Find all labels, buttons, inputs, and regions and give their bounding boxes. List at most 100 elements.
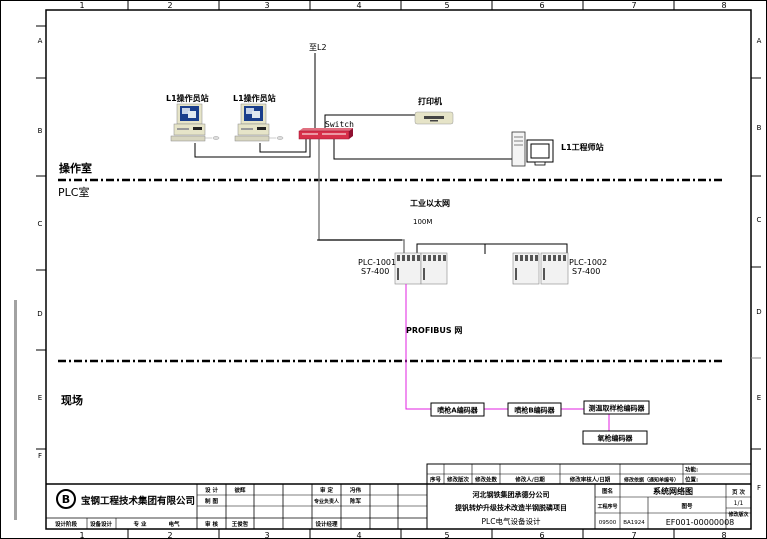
column-label: 8 <box>721 531 726 539</box>
encoder-box[interactable]: 喷枪B编码器 <box>507 402 562 417</box>
manager-label: 设计经理 <box>315 520 338 528</box>
client-name: 河北钢铁集团承德分公司 <box>473 490 550 499</box>
row-label: C <box>757 216 762 224</box>
zone-label-operator-room: 操作室 <box>59 161 92 175</box>
column-ruler-top: 1 2 3 4 5 6 7 8 <box>46 0 751 11</box>
operator-station-2-label: L1操作员站 <box>233 93 276 103</box>
switch-label: Switch <box>325 120 354 129</box>
industrial-ethernet-label: 工业以太网 <box>410 198 450 208</box>
column-label: 4 <box>356 1 361 10</box>
plc-1001-model: S7-400 <box>361 267 389 276</box>
row-label: E <box>38 394 42 402</box>
lead-value: 陈军 <box>350 497 362 505</box>
draw-label: 制 图 <box>205 497 218 505</box>
revision-label: 修改版次 <box>727 511 748 518</box>
row-label: B <box>757 124 762 132</box>
design-subtitle: PLC电气设备设计 <box>482 516 541 526</box>
encoder-label: 氧枪编码器 <box>597 434 634 443</box>
column-label: 7 <box>631 531 636 539</box>
operator-station-1-label: L1操作员站 <box>166 93 209 103</box>
encoder-label: 喷枪B编码器 <box>514 406 555 415</box>
stage-value: 设备设计 <box>90 520 113 528</box>
column-ruler-bottom: 1 2 3 4 5 6 7 8 <box>79 529 727 539</box>
row-label: C <box>38 220 43 228</box>
row-label: F <box>38 452 42 460</box>
approve-label: 审 定 <box>320 486 333 494</box>
page-value: 1/1 <box>734 500 744 507</box>
operator-station-2-icon[interactable] <box>234 103 284 142</box>
row-label: D <box>756 308 761 316</box>
engineering-station-icon[interactable] <box>511 131 554 167</box>
project-no: 09500 <box>599 520 617 526</box>
switch-icon <box>298 130 350 140</box>
plc-1002-model: S7-400 <box>572 267 600 276</box>
column-label: 2 <box>167 531 172 539</box>
column-label: 6 <box>539 531 544 539</box>
encoder-box[interactable]: 喷枪A编码器 <box>430 402 485 417</box>
column-label: 2 <box>167 1 172 10</box>
vertical-note-text <box>14 300 17 520</box>
row-label: F <box>757 484 761 492</box>
project-name: 提钒转炉升级技术改造半钢脱磷项目 <box>454 503 567 512</box>
title-block <box>46 463 752 529</box>
network-switch[interactable] <box>298 128 353 140</box>
row-label: D <box>37 310 42 318</box>
rev-header: 修改人/日期 <box>514 476 545 484</box>
svg-text:B: B <box>62 493 70 506</box>
profibus-label: PROFIBUS 网 <box>406 326 462 335</box>
operator-station-1-icon[interactable] <box>170 103 220 142</box>
drawing-name-label: 图名 <box>602 487 613 495</box>
plc-1002-name: PLC-1002 <box>569 258 607 267</box>
zone-label-field: 现场 <box>61 393 83 407</box>
stage-label: 设计阶段 <box>55 520 78 528</box>
column-label: 6 <box>539 1 544 10</box>
rev-header: 修改处数 <box>474 476 498 484</box>
drawing-no-label: 图号 <box>681 502 693 510</box>
column-label: 3 <box>264 1 269 10</box>
plc-1002-rack-icon[interactable] <box>512 252 569 285</box>
column-label: 5 <box>444 531 449 539</box>
row-label: B <box>38 127 43 135</box>
discipline-label: 专 业 <box>134 520 147 528</box>
row-label: E <box>757 394 761 402</box>
project-code: BA1924 <box>623 520 645 526</box>
engineering-station-label: L1工程师站 <box>561 142 604 152</box>
printer-label: 打印机 <box>418 96 442 106</box>
page-label: 页 次 <box>732 488 745 496</box>
column-label: 7 <box>631 1 636 10</box>
function-label: 功能: <box>685 466 698 474</box>
profibus-wiring <box>405 284 610 431</box>
row-label: A <box>38 37 43 45</box>
ethernet-wiring <box>194 53 568 254</box>
discipline-value: 电气 <box>168 520 180 528</box>
row-ruler-left: A B C D E F <box>14 25 46 520</box>
encoder-box[interactable]: 测温取样枪编码器 <box>583 400 650 415</box>
ethernet-speed-label: 100M <box>413 218 432 226</box>
lead-label: 专业负责人 <box>314 498 340 505</box>
project-no-label: 工程序号 <box>597 503 617 510</box>
position-label: 位置: <box>685 476 698 484</box>
approve-value: 冯伟 <box>350 486 362 494</box>
rev-header: 修改审核人/日期 <box>569 476 611 484</box>
design-value: 彼辉 <box>234 486 246 494</box>
check-label: 审 核 <box>205 520 218 528</box>
column-label: 5 <box>444 1 449 10</box>
plc-1001-name: PLC-1001 <box>358 258 396 267</box>
drawing-no: EF001-00000008 <box>666 518 735 527</box>
column-label: 1 <box>79 1 84 10</box>
column-label: 1 <box>79 531 84 539</box>
plc-1001-rack-icon[interactable] <box>394 252 448 285</box>
row-label: A <box>757 37 762 45</box>
column-label: 8 <box>721 1 726 10</box>
rev-header: 修改依据（通知单编号） <box>623 477 679 484</box>
to-l2-label: 至L2 <box>309 43 327 52</box>
encoder-label: 测温取样枪编码器 <box>589 404 646 413</box>
company-name: 宝钢工程技术集团有限公司 <box>81 495 195 507</box>
row-ruler-right: A B C D E F <box>751 37 762 492</box>
encoder-box[interactable]: 氧枪编码器 <box>582 430 648 445</box>
encoder-label: 喷枪A编码器 <box>437 406 478 415</box>
check-value: 王俊哲 <box>232 520 249 528</box>
printer-icon[interactable] <box>414 111 454 125</box>
rev-header: 序号 <box>429 476 442 484</box>
